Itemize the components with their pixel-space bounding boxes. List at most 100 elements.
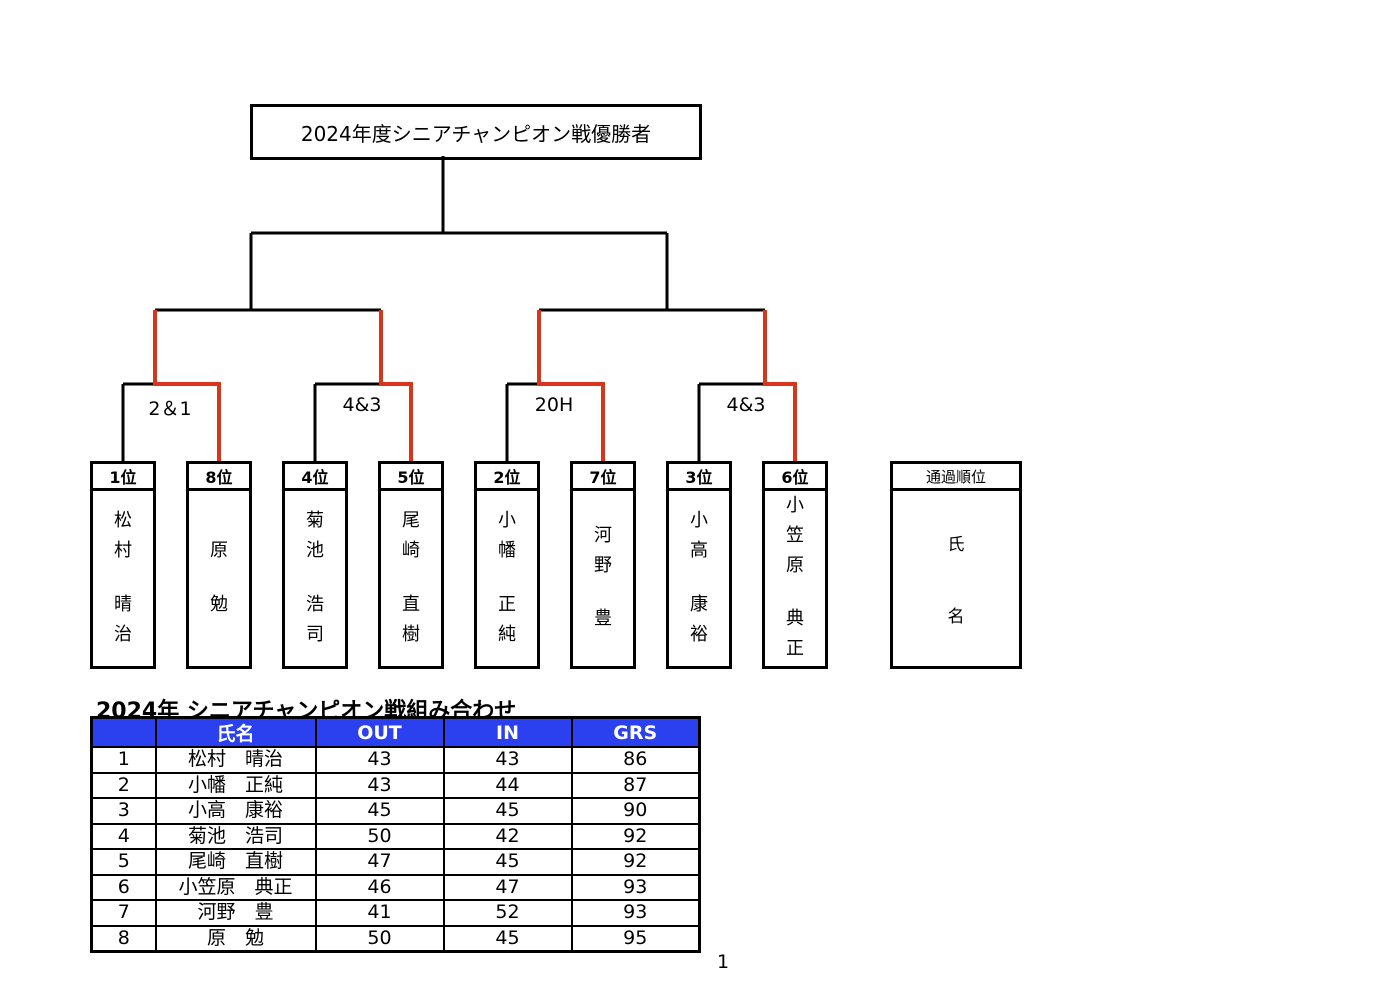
player-name-char: 池 [306,540,324,561]
table-row: 4 菊池 浩司 50 42 92 [91,822,700,849]
match2-line [313,382,381,461]
player-name-char: 直 [402,594,420,615]
cell-in: 45 [442,924,572,952]
cell-out: 47 [314,848,444,875]
player-rank: 3位 [669,464,729,491]
player-rank: 1位 [93,464,153,491]
player-name-char: 松 [114,510,132,531]
player-name-char: 晴 [114,594,132,615]
player-name-char: 菊 [306,510,324,531]
final-connector [249,156,669,310]
player-box: 4位 菊 池 浩 司 [282,461,348,669]
cell-name: 小幡 正純 [154,771,316,798]
match-result-1: 2＆1 [148,398,192,420]
table-row: 1 松村 晴治 43 43 86 [92,747,700,773]
winner-path-3 [537,310,605,461]
player-name-char: 豊 [594,608,612,629]
player-box: 1位 松 村 晴 治 [90,461,156,669]
cell-out: 50 [314,822,444,849]
cell-grs: 93 [570,873,700,900]
player-name-char: 高 [690,540,708,561]
player-name-char: 純 [498,624,516,645]
match-result-3: 20H [534,394,574,416]
cell-no: 8 [91,924,156,952]
player-box: 6位 小 笠 原 典 正 [762,461,828,669]
cell-name: 尾崎 直樹 [154,848,316,875]
cell-name: 小笠原 典正 [154,873,316,900]
champion-title: 2024年度シニアチャンピオン戦優勝者 [300,121,652,146]
match4-line [697,382,765,461]
player-name-char: 治 [114,624,132,645]
player-name-char: 笠 [786,525,804,546]
cell-out: 46 [314,873,444,900]
winner-path-4 [763,310,797,461]
player-rank: 6位 [765,464,825,491]
cell-out: 41 [314,899,444,926]
match-result-2: 4&3 [342,394,382,416]
header-out: OUT [314,717,444,748]
cell-in: 44 [442,771,572,798]
legend-header: 通過順位 [893,464,1019,491]
player-name-char: 裕 [690,624,708,645]
table-row: 6 小笠原 典正 46 47 93 [91,873,700,900]
player-name-char: 勉 [210,594,228,615]
cell-grs: 92 [570,848,700,875]
cell-grs: 95 [570,924,700,952]
cell-name: 菊池 浩司 [154,822,316,849]
player-rank: 5位 [381,464,441,491]
cell-out: 43 [314,771,444,798]
player-name-char: 崎 [402,540,420,561]
cell-name: 原 勉 [154,924,316,952]
cell-no: 5 [91,848,156,875]
cell-grs: 90 [570,797,700,824]
cell-grs: 87 [570,771,700,798]
player-name-char: 原 [210,540,228,561]
cell-no: 2 [91,771,156,798]
cell-out: 50 [314,924,444,952]
cell-no: 1 [117,748,130,771]
match3-line [505,382,539,461]
cell-grs: 93 [570,899,700,926]
header-name: 氏名 [154,717,316,748]
table-row: 7 河野 豊 41 52 93 [91,899,700,926]
cell-in: 47 [442,873,572,900]
cell-in: 52 [442,899,572,926]
player-box: 8位 原 勉 [186,461,252,669]
table-row: 2 小幡 正純 43 44 87 [91,771,700,798]
player-name-char: 浩 [306,594,324,615]
player-name-char: 康 [690,594,708,615]
legend-line-1: 氏 [947,535,965,555]
player-rank: 8位 [189,464,249,491]
player-name-char: 尾 [402,510,420,531]
player-name-char: 村 [114,540,132,561]
player-name-char: 小 [786,495,804,516]
table-row: 8 原 勉 50 45 95 [91,924,700,952]
cell-name: 小高 康裕 [154,797,316,824]
cell-in: 43 [442,747,572,773]
player-name-char: 河 [594,525,612,546]
cell-grs: 86 [570,747,700,773]
player-name-char: 幡 [498,540,516,561]
legend-box: 通過順位 氏 名 [890,461,1022,669]
header-grs: GRS [570,717,700,748]
table-row: 5 尾崎 直樹 47 45 92 [91,848,700,875]
player-name-char: 司 [306,624,324,645]
player-box: 2位 小 幡 正 純 [474,461,540,669]
match-result-4: 4&3 [726,394,766,416]
cell-out: 43 [314,747,444,773]
player-box: 5位 尾 崎 直 樹 [378,461,444,669]
player-box: 3位 小 高 康 裕 [666,461,732,669]
table-row: 3 小高 康裕 45 45 90 [91,797,700,824]
cell-no: 6 [91,873,156,900]
cell-in: 42 [442,822,572,849]
header-in: IN [442,717,572,748]
header-no [91,717,156,748]
player-rank: 4位 [285,464,345,491]
cell-no: 4 [91,822,156,849]
cell-in: 45 [442,848,572,875]
winner-path-2 [379,310,413,461]
cell-name: 松村 晴治 [154,747,316,773]
cell-no: 7 [91,899,156,926]
legend-line-2: 名 [947,607,965,627]
